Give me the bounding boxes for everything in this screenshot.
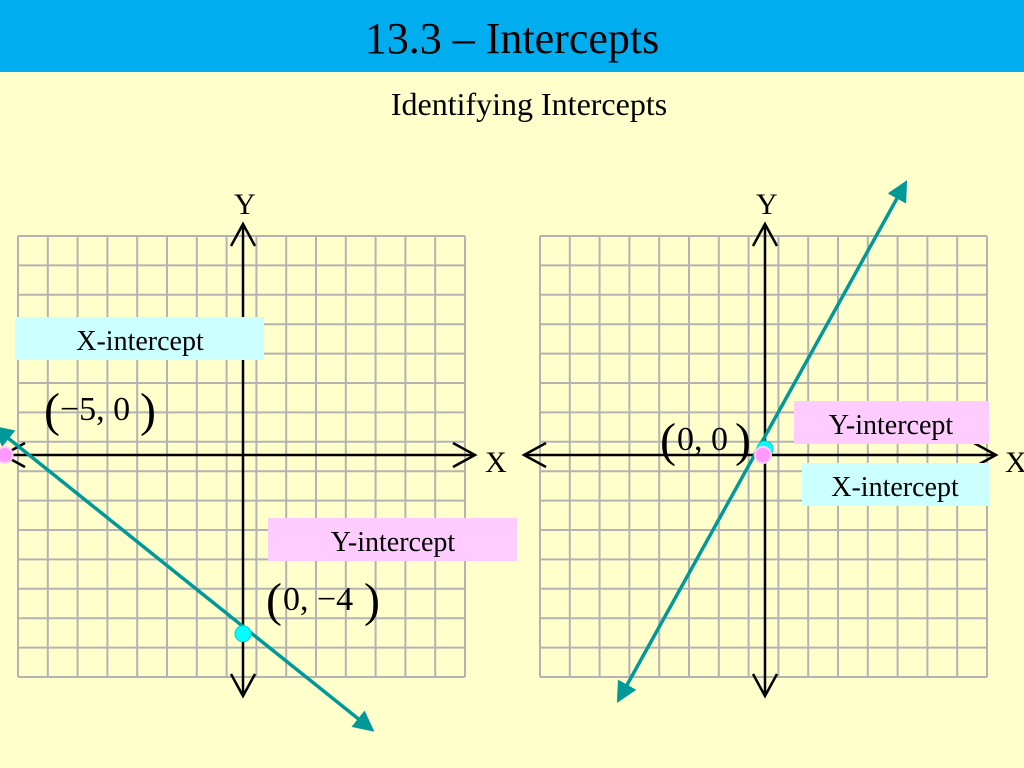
left-close-paren: ) <box>140 384 156 437</box>
right-origin-coordinates: ( 0, 0 ) <box>660 414 751 467</box>
left-line <box>0 425 375 732</box>
left-y-intercept-coordinates: ( 0, −4 ) <box>266 574 380 627</box>
left-x-intercept-coordinates: ( −5, 0 ) <box>44 384 156 437</box>
left-open-paren-2: ( <box>266 574 282 627</box>
left-x-axis-label: X <box>485 446 507 479</box>
left-x-intercept-label: X-intercept <box>76 326 204 357</box>
left-y-intercept-label: Y-intercept <box>331 527 456 558</box>
right-x-arrow-left <box>521 441 547 469</box>
left-x-intercept-box <box>15 317 264 360</box>
left-close-paren-2: ) <box>364 574 380 627</box>
title-bar <box>0 0 1024 72</box>
right-x-intercept-label: X-intercept <box>831 472 959 503</box>
right-origin-point: 0, 0 <box>677 421 728 458</box>
page-title: 13.3 – Intercepts <box>364 14 660 63</box>
right-y-axis-label: Y <box>756 188 778 221</box>
left-x-intercept-dot <box>0 446 14 464</box>
right-y-intercept-box <box>794 401 989 444</box>
left-x-arrow-right <box>452 441 478 469</box>
page-subtitle: Identifying Intercepts <box>390 86 668 122</box>
left-y-intercept-dot <box>234 625 252 643</box>
right-open-paren: ( <box>660 414 676 467</box>
right-close-paren: ) <box>735 414 751 467</box>
left-y-axis-label: Y <box>234 188 256 221</box>
left-graph: Y X X-intercept Y-intercept ( −5, 0 ) ( … <box>0 188 517 732</box>
left-y-intercept-box <box>268 518 517 561</box>
right-y-intercept-label: Y-intercept <box>829 410 954 441</box>
left-y-arrow-top <box>229 221 257 247</box>
right-x-axis-label: X <box>1005 446 1024 479</box>
left-x-intercept-point: −5, 0 <box>60 391 130 428</box>
left-grid <box>17 235 466 678</box>
right-x-intercept-dot <box>754 446 772 464</box>
left-open-paren: ( <box>44 384 60 437</box>
left-y-intercept-point: 0, −4 <box>283 581 353 618</box>
right-x-intercept-box <box>802 463 989 506</box>
right-graph: Y X Y-intercept X-intercept ( 0, 0 ) <box>521 180 1024 704</box>
